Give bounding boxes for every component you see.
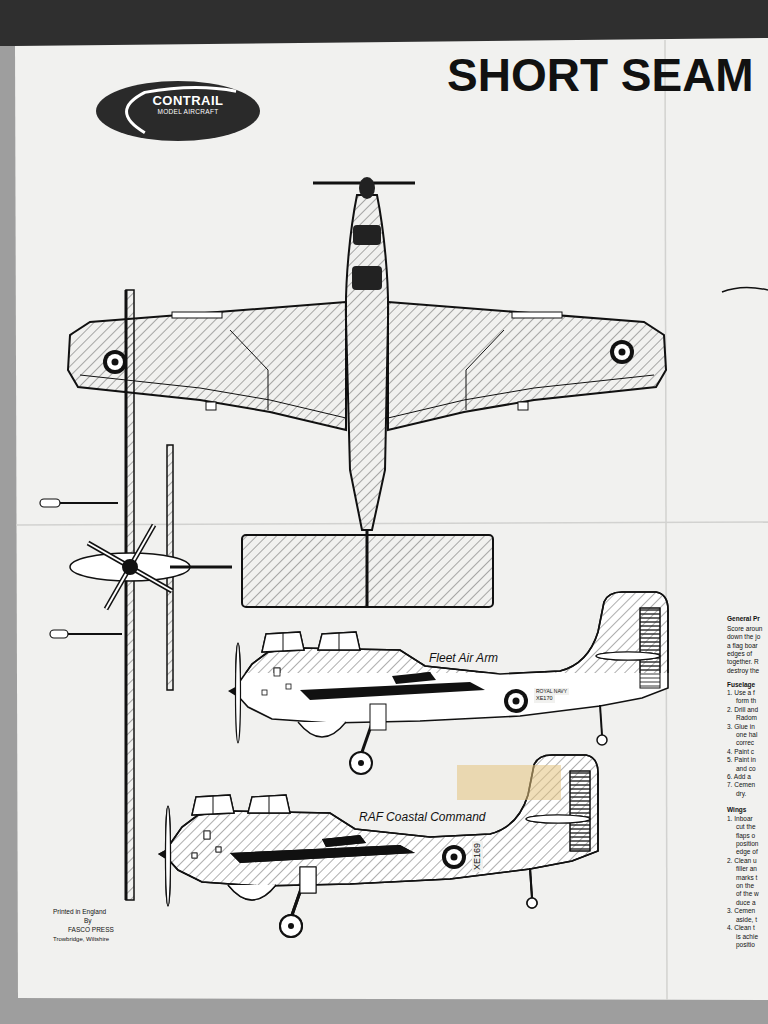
roundel [610, 340, 634, 364]
instruction-text: on the [736, 883, 754, 890]
instruction-text: Wings [727, 807, 746, 814]
brand-subtitle: MODEL AIRCRAFT [157, 108, 218, 115]
instruction-text: 1. Use a f [727, 690, 755, 697]
instruction-text: form th [736, 698, 756, 705]
instruction-text: Radom [736, 715, 757, 722]
printer-note: FASCO PRESS [68, 927, 114, 934]
instruction-text: General Pr [727, 616, 760, 623]
instruction-text: duce a [736, 900, 756, 907]
instruction-text: 2. Clean u [727, 858, 757, 865]
marking-text: ROYAL NAVY [534, 688, 569, 695]
flap-line [80, 375, 346, 418]
blade [88, 543, 172, 591]
fold-line [665, 40, 667, 1000]
logo-text-box: CONTRAILMODEL AIRCRAFT [95, 80, 261, 129]
wing [388, 302, 666, 430]
roundel [504, 689, 528, 713]
wing [68, 302, 346, 430]
wing-front-edge [125, 290, 128, 900]
instruction-text: 7. Cemen [727, 782, 755, 789]
flap-line [388, 375, 654, 418]
printer-note: Trowbridge, Wiltshire [53, 936, 109, 942]
logo-swoosh [127, 87, 237, 132]
wall-top [0, 0, 768, 46]
instruction-text: together. R [727, 659, 759, 666]
propeller-front [88, 525, 172, 609]
spinner-plan [359, 177, 375, 199]
instruction-text: one hal [736, 732, 757, 739]
instruction-text: 5. Paint in [727, 757, 756, 764]
instruction-text: dry. [736, 791, 746, 798]
blade [88, 543, 172, 591]
flap-hinge [206, 402, 216, 410]
instruction-text: a flag boar [727, 643, 758, 650]
serial-number: XE170 [534, 695, 555, 703]
instruction-text: flaps o [736, 833, 755, 840]
instruction-text: correc [736, 740, 754, 747]
store [40, 499, 60, 507]
instruction-text: of the w [736, 891, 759, 898]
side-view [158, 755, 598, 937]
flap-hinge [518, 402, 528, 410]
logo-ellipse [96, 81, 260, 141]
instruction-text: destroy the [727, 668, 759, 675]
instruction-text: 1. Inboar [727, 816, 753, 823]
instruction-text: 6. Add a [727, 774, 751, 781]
instruction-text: Score aroun [727, 626, 762, 633]
roundel [103, 350, 127, 374]
instruction-text: 2. Drill and [727, 707, 758, 714]
blade [106, 525, 154, 609]
instruction-text: filler an [736, 866, 757, 873]
instruction-text: positio [736, 942, 755, 949]
panel-line [466, 330, 504, 410]
wing-front [126, 290, 134, 900]
instruction-text: 4. Paint c [727, 749, 754, 756]
instruction-text: and co [736, 766, 756, 773]
instruction-text: edges of [727, 651, 752, 658]
instruction-text: edge of [736, 849, 758, 856]
blade [106, 525, 154, 609]
printer-note: Printed in England [53, 909, 106, 916]
instruction-text: aside, t [736, 917, 757, 924]
scheme-label: Fleet Air Arm [427, 651, 500, 665]
fuselage-plan [346, 195, 388, 530]
fin-plan [366, 530, 369, 607]
store [66, 633, 122, 635]
printer-note: By [84, 918, 92, 925]
instruction-text: 3. Glue in [727, 724, 755, 731]
fin-front [170, 566, 232, 569]
plan-view [68, 177, 666, 607]
instruction-text: down the jo [727, 634, 760, 641]
canopy-plan [353, 225, 381, 245]
side-view-upper [228, 592, 668, 673]
store [50, 630, 68, 638]
tape [457, 765, 561, 800]
instruction-text: Fuselage [727, 682, 755, 689]
paper [15, 38, 768, 1000]
instruction-text: position [736, 841, 758, 848]
instruction-text: 4. Clean t [727, 925, 755, 932]
instruction-text: marks t [736, 875, 757, 882]
serial-number: XE169 [472, 841, 483, 872]
scheme-label: RAF Coastal Command [357, 810, 488, 824]
roundel [442, 845, 466, 869]
sheet-title: SHORT SEAM [447, 52, 754, 98]
flap-hinge [512, 312, 562, 318]
side-view [158, 755, 598, 937]
instruction-text: is achie [736, 934, 758, 941]
partial-drawing [722, 287, 768, 292]
instruction-text: 3. Cemen [727, 908, 755, 915]
store [58, 502, 118, 504]
brand-name: CONTRAIL [152, 94, 223, 108]
hub [122, 559, 138, 575]
instruction-text: cut the [736, 824, 756, 831]
panel-line [230, 330, 268, 410]
side-view [228, 592, 668, 774]
logo-oval: CONTRAILMODEL AIRCRAFT [95, 80, 261, 142]
canopy-plan [352, 266, 382, 290]
flap-hinge [172, 312, 222, 318]
